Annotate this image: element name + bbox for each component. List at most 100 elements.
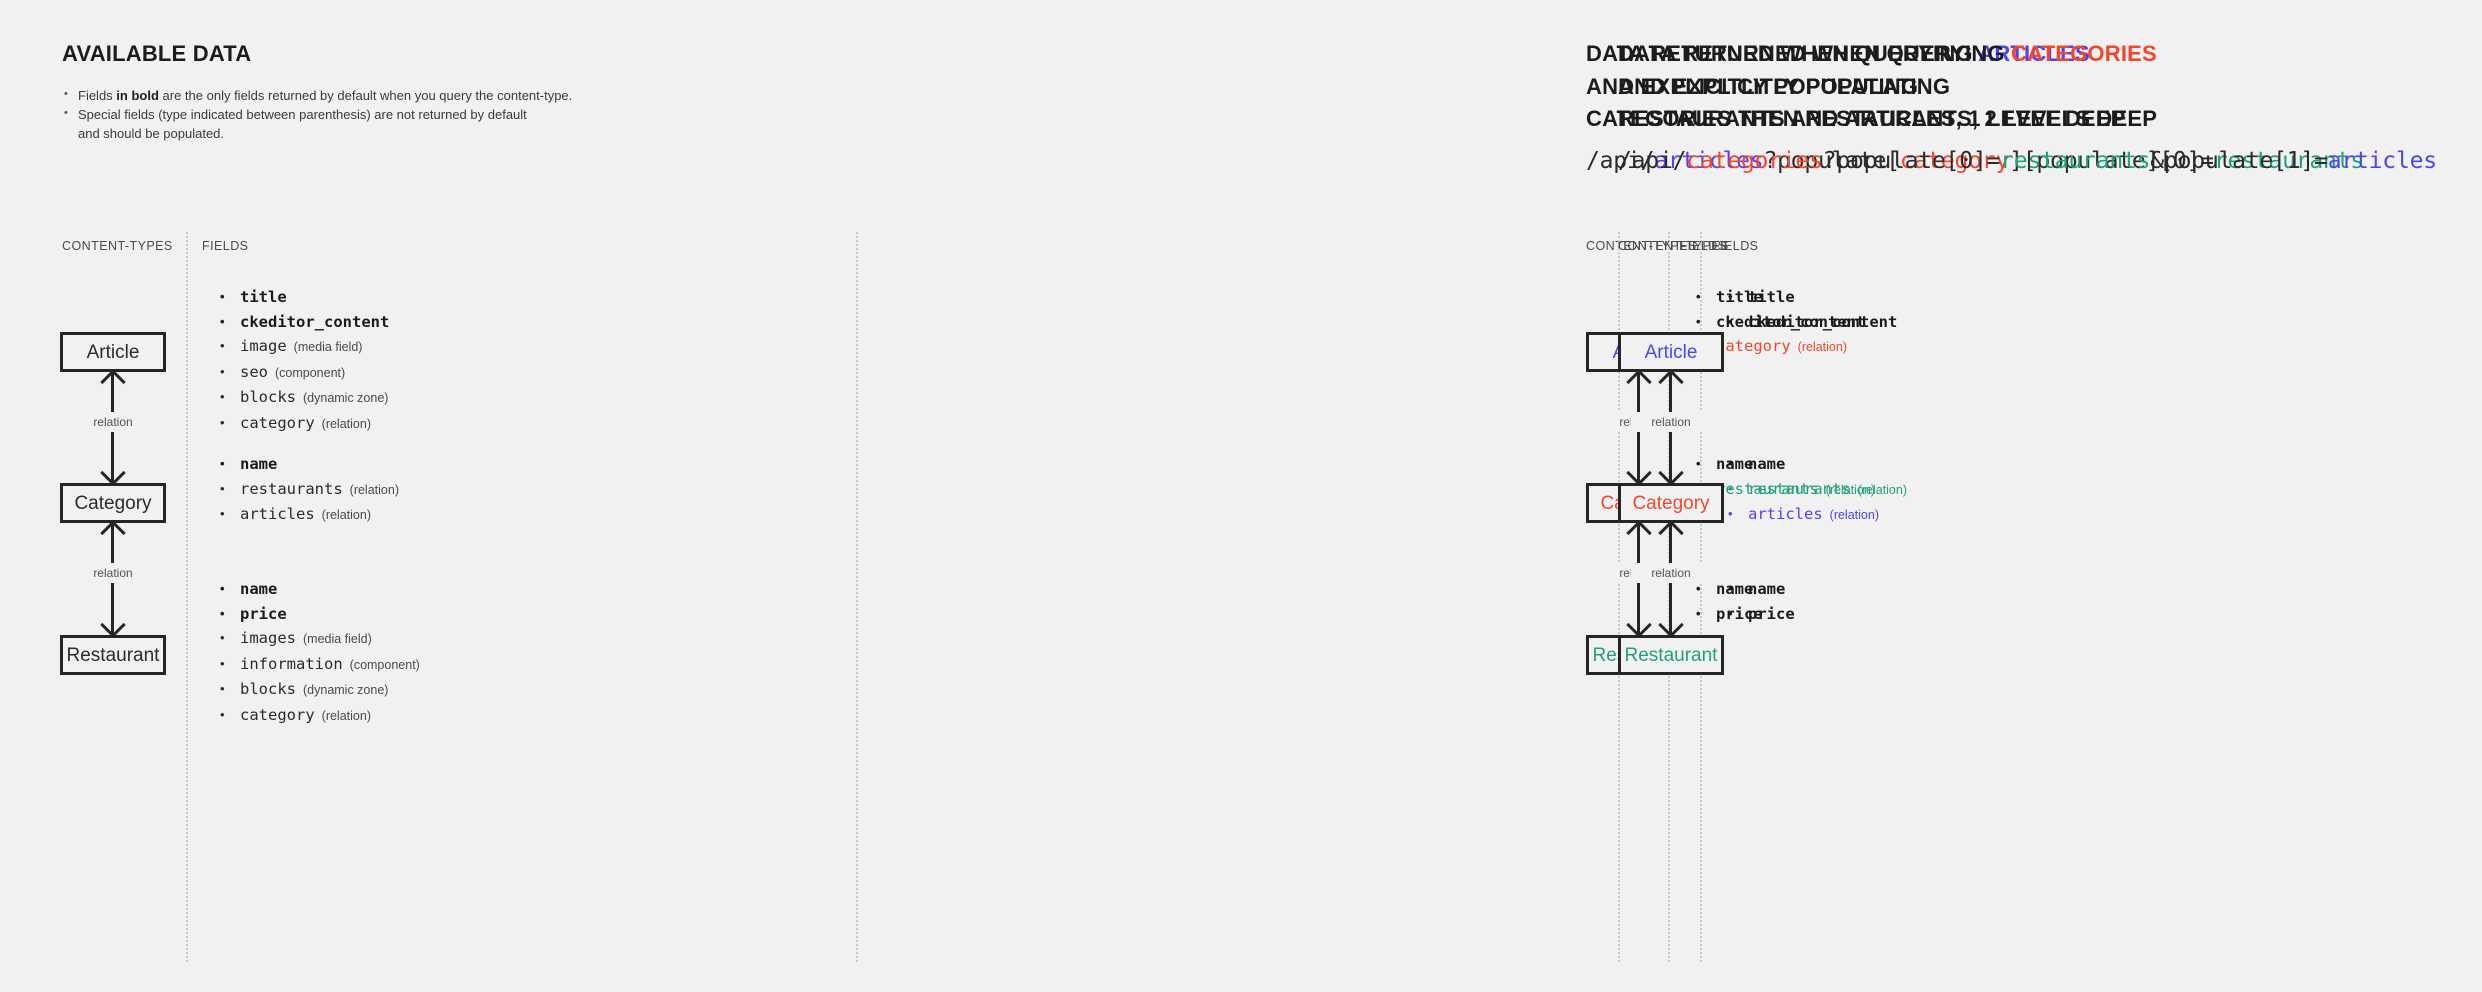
relation-label: relation [73,563,153,583]
legend-note-bold: Fields in bold are the only fields retur… [62,85,572,105]
panel-title-line1: DATA RETURNED WHEN QUERYING ARTICLES [1586,41,2090,66]
relation-label: relation [1631,563,1711,583]
url-segment: restaurants [2000,148,2151,174]
field-name: name [1748,580,1786,598]
column-header-content-types: CONTENT-TYPES [1586,239,1697,253]
legend-bold-term: in bold [116,88,159,103]
url-segment: /api/ [1586,148,1655,174]
field-name: price [240,604,287,623]
panel-title-line3: CATEGORIES THEN RESTAURANTS, 2 LEVELS DE… [1586,106,2158,131]
url-segment: articles [2327,148,2437,174]
field-item: restaurants(relation) [1726,479,2286,500]
field-item: blocks(dynamic zone) [218,387,778,408]
fields-divider [1700,232,1702,962]
field-item: title [218,287,778,307]
field-list-category: namerestaurants(relation)articles(relati… [1726,454,2286,531]
field-item: name [1726,579,2286,599]
url-segment: ][populate][0]= [2009,148,2214,174]
field-item: articles (relation) [218,504,778,525]
field-item: name [218,454,778,474]
relation-connector-article-category: relation [1631,369,1711,486]
relation-label: relation [1631,412,1711,432]
field-item: name [1726,454,2286,474]
entity-box-article[interactable]: Article [60,332,166,372]
arrow-down-icon [1657,460,1684,486]
panel-query-categories: DATA RETURNED WHEN QUERYING CATEGORIES A… [1618,0,2482,992]
relation-connector-category-restaurant: relation [73,520,153,638]
panel-divider [1618,232,1620,962]
field-name: name [240,580,278,598]
url-segment: category [1899,148,2010,174]
field-type: (relation) [1857,482,1907,497]
field-name: ckeditor_content [240,312,390,331]
panel-divider [856,232,858,962]
url-segment: restaurants [2213,148,2364,174]
entity-box-restaurant[interactable]: Restaurant [60,635,166,675]
field-name: information [240,654,343,673]
panel-title: AVAILABLE DATA [62,41,252,66]
field-list-article: titleckeditor_content [1726,287,2286,337]
url-segment: articles [1654,148,1764,174]
field-name: articles [240,505,315,523]
url-segment: ?populate[0]= [1822,148,2001,174]
field-type: (relation) [321,508,371,522]
api-url-categories[interactable]: /api/categories?populate[0]=restaurants&… [1618,148,2437,174]
relation-connector-category-restaurant: relation [1631,520,1711,638]
field-type: (relation) [349,482,399,497]
field-item: images (media field) [218,628,778,649]
field-name: blocks [240,680,296,698]
panel-title: DATA RETURNED WHEN QUERYING ARTICLES AND… [1586,38,2157,136]
legend-note-special: Special fields (type indicated between p… [62,104,572,143]
field-item: image (media field) [218,336,778,357]
field-item: name [218,579,778,599]
field-name: image [240,337,287,355]
field-type: (dynamic zone) [303,683,389,697]
field-list-restaurant: nameprice [1726,579,2286,629]
field-item: ckeditor_content [218,312,778,332]
field-name: images [240,629,296,647]
field-type: (component) [349,657,420,672]
url-segment: /api/ [1618,148,1687,174]
entity-box-restaurant[interactable]: Restaurant [1618,635,1724,675]
entity-box-category[interactable]: Category [60,483,166,523]
panel-available-data: AVAILABLE DATA Fields in bold are the on… [0,0,856,992]
field-type: (relation) [321,416,371,431]
arrow-down-icon [99,460,126,486]
field-list-restaurant: name price images (media field) information (… [218,579,778,731]
entity-box-category[interactable]: Category [1618,483,1724,523]
panel-query-articles: DATA RETURNED WHEN QUERYING ARTICLES AND… [856,0,2364,992]
relation-connector-article-category: relation [73,369,153,486]
field-name: name [1748,455,1786,473]
field-name: seo [240,362,268,381]
field-type: (media field) [293,340,363,354]
arrow-up-icon [1657,520,1684,546]
column-header-fields: FIELDS [202,239,249,253]
field-item: information (component) [218,654,778,675]
legend-notes: Fields in bold are the only fields retur… [62,85,572,143]
fields-divider [186,232,188,962]
url-segment: ?populate[ [1763,148,1900,174]
panel-title-line1: DATA RETURNED WHEN QUERYING CATEGORIES [1618,41,2157,66]
field-item: category (relation) [218,413,778,434]
field-type: (component) [275,365,346,380]
entity-box-article[interactable]: Article [1618,332,1724,372]
column-header-content-types: CONTENT-TYPES [1618,239,1729,253]
arrow-up-icon [99,369,126,395]
field-name: title [240,288,287,306]
column-header-fields: FIELDS [1712,239,1759,253]
arrow-up-icon [1657,369,1684,395]
field-name: blocks [240,388,296,406]
field-type: (relation) [1797,340,1847,354]
panel-title: DATA RETURNED WHEN QUERYING CATEGORIES A… [1618,38,2157,136]
api-url-articles[interactable]: /api/articles?populate[category][populat… [1586,148,2364,174]
field-item: category(relation) [218,705,778,726]
field-name: category [240,413,315,432]
column-header-content-types: CONTENT-TYPES [62,239,173,253]
url-segment: categories [1686,148,1823,174]
panel-title-line2: AND EXPLICITLY POPULATING [1586,73,1919,99]
field-type: (media field) [303,632,372,646]
field-name: category [1716,337,1791,355]
field-item: blocks (dynamic zone) [218,679,778,700]
field-name: category [240,705,315,724]
